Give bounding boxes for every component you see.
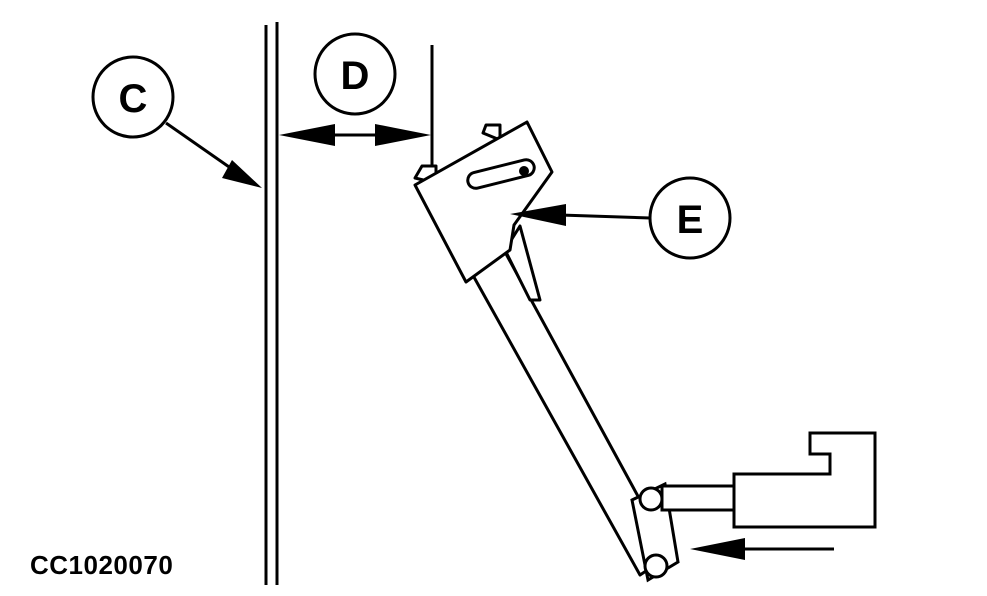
figure-id: CC1020070 — [30, 550, 174, 580]
callout-e-arrowhead — [510, 204, 566, 226]
dimension-arrowhead-left — [279, 124, 335, 146]
direction-arrow — [690, 538, 834, 560]
callout-c-arrowhead — [222, 160, 262, 188]
guide-bracket — [413, 120, 672, 577]
dimension-arrowhead-right — [375, 124, 431, 146]
callout-c: C — [91, 55, 262, 188]
direction-arrowhead — [690, 538, 745, 560]
callout-e: E — [510, 176, 732, 260]
callout-e-label: E — [677, 198, 704, 242]
callout-d-label: D — [341, 54, 370, 98]
reference-surface — [264, 22, 279, 585]
callout-c-label: C — [119, 77, 148, 121]
actuator — [660, 431, 877, 529]
callout-d: D — [279, 32, 434, 165]
